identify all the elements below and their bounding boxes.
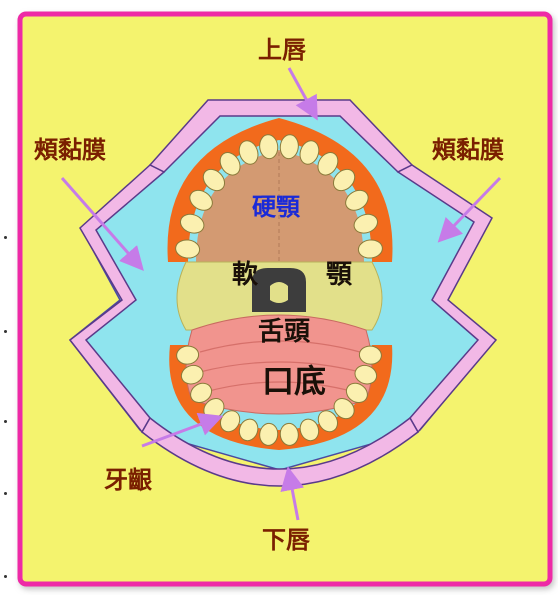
label-hard-palate: 硬顎 [252,192,301,221]
label-tongue: 舌頭 [258,317,311,347]
label-lower-lip: 下唇 [262,525,310,554]
label-soft-palate-left: 軟 [232,259,259,290]
label-mouth-floor: 口底 [262,362,326,400]
label-upper-lip: 上唇 [258,35,306,64]
label-soft-palate-right: 顎 [326,260,353,290]
label-gum: 牙齦 [104,465,153,494]
label-cheek-mucosa-left: 頰黏膜 [34,135,106,164]
label-cheek-mucosa-right: 頰黏膜 [432,135,504,164]
